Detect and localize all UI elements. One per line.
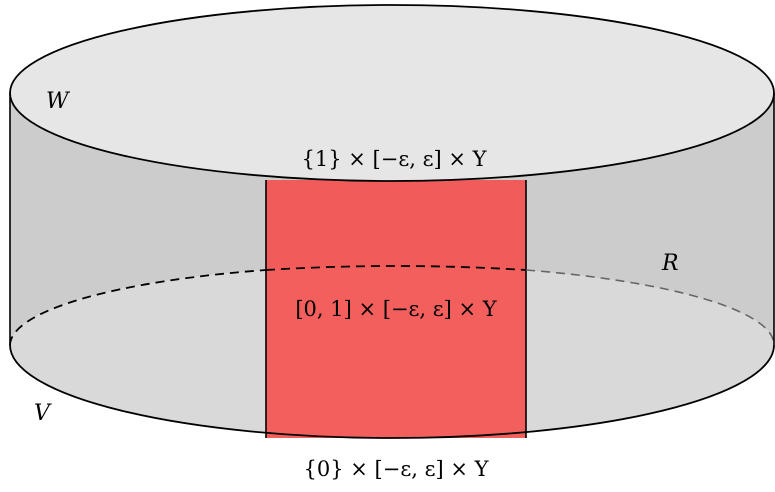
middle-strip-label: [0, 1] × [−ε, ε] × Y	[295, 297, 497, 321]
bottom-strip-label: {0} × [−ε, ε] × Y	[304, 457, 490, 481]
top-disk-face	[9, 4, 775, 182]
top-strip-label: {1} × [−ε, ε] × Y	[302, 147, 488, 171]
bottom-disk-hidden-edge-right	[525, 269, 775, 346]
top-disk-label: W	[46, 89, 71, 114]
red-strip-upper-shade	[266, 180, 526, 270]
side-region-label: R	[661, 251, 679, 276]
bottom-disk-front-rim	[9, 344, 775, 439]
bottom-disk-hidden-edge-strip	[265, 265, 527, 271]
bottom-disk-label: V	[34, 401, 52, 426]
bottom-disk-hidden-edge	[9, 269, 267, 346]
